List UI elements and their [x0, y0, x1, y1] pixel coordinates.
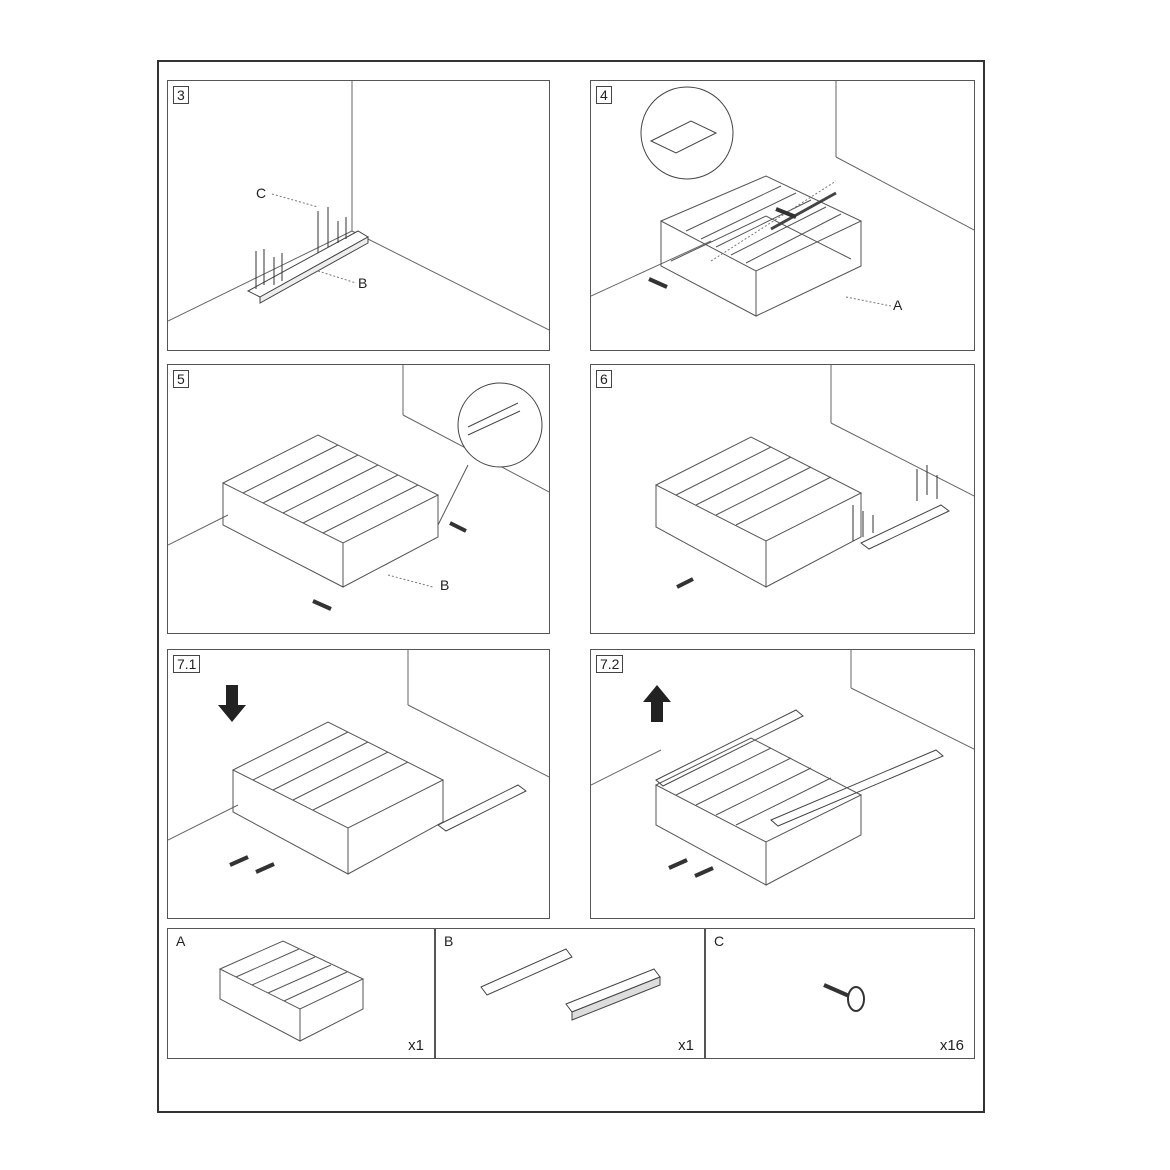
arrow-icon	[677, 579, 693, 587]
part-quantity: x1	[408, 1037, 424, 1054]
part-a-panel: A x1	[167, 928, 435, 1059]
step-3-panel: 3 C B	[167, 80, 550, 351]
step-5-illustration	[168, 365, 550, 634]
basket-illustration	[656, 738, 861, 885]
arrow-up-icon	[643, 685, 671, 722]
step-5-panel: 5 B	[167, 364, 550, 634]
arrow-icon	[649, 279, 667, 287]
wire-basket-icon	[168, 929, 435, 1059]
part-letter: A	[176, 933, 186, 949]
arrow-icon	[256, 864, 274, 872]
arrow-down-icon	[218, 685, 246, 722]
step-number: 3	[173, 86, 189, 104]
callout-b: B	[358, 275, 368, 291]
arrow-icon	[695, 868, 713, 876]
rail-illustration	[438, 785, 526, 831]
rail-b-illustration	[248, 231, 368, 303]
screws-illustration	[256, 207, 346, 289]
step-7-1-panel: 7.1	[167, 649, 550, 919]
callout-c: C	[256, 185, 267, 201]
slide-rail-icon	[436, 929, 705, 1059]
instruction-sheet: 3 C B 4 A	[157, 60, 985, 1113]
detail-magnifier-icon	[641, 87, 733, 179]
step-7-2-illustration	[591, 650, 975, 919]
callout-b: B	[440, 577, 450, 593]
rail-illustration	[771, 750, 943, 826]
step-4-panel: 4 A	[590, 80, 975, 351]
step-6-illustration	[591, 365, 975, 634]
detail-magnifier-icon	[458, 383, 542, 467]
step-number: 6	[596, 370, 612, 388]
step-7-2-panel: 7.2	[590, 649, 975, 919]
screw-icon	[706, 929, 975, 1059]
screws-illustration	[853, 465, 937, 541]
step-3-illustration	[168, 81, 550, 351]
step-6-panel: 6	[590, 364, 975, 634]
step-7-1-illustration	[168, 650, 550, 919]
arrow-icon	[230, 857, 248, 865]
part-quantity: x1	[678, 1037, 694, 1054]
step-number: 7.1	[173, 655, 201, 673]
arrow-icon	[450, 523, 466, 531]
basket-illustration	[233, 722, 443, 874]
part-b-panel: B x1	[435, 928, 705, 1059]
part-letter: C	[714, 933, 725, 949]
part-quantity: x16	[939, 1037, 964, 1054]
step-number: 4	[596, 86, 612, 104]
basket-illustration	[656, 437, 861, 587]
arrow-icon	[669, 860, 687, 868]
step-4-illustration	[591, 81, 975, 351]
step-number: 7.2	[596, 655, 624, 673]
arrow-icon	[776, 209, 796, 217]
step-number: 5	[173, 370, 189, 388]
callout-a: A	[893, 297, 903, 313]
part-c-panel: C x16	[705, 928, 975, 1059]
basket-illustration	[661, 176, 861, 316]
rail-illustration	[861, 505, 949, 549]
basket-illustration	[223, 435, 438, 587]
part-letter: B	[444, 933, 454, 949]
arrow-icon	[313, 601, 331, 609]
